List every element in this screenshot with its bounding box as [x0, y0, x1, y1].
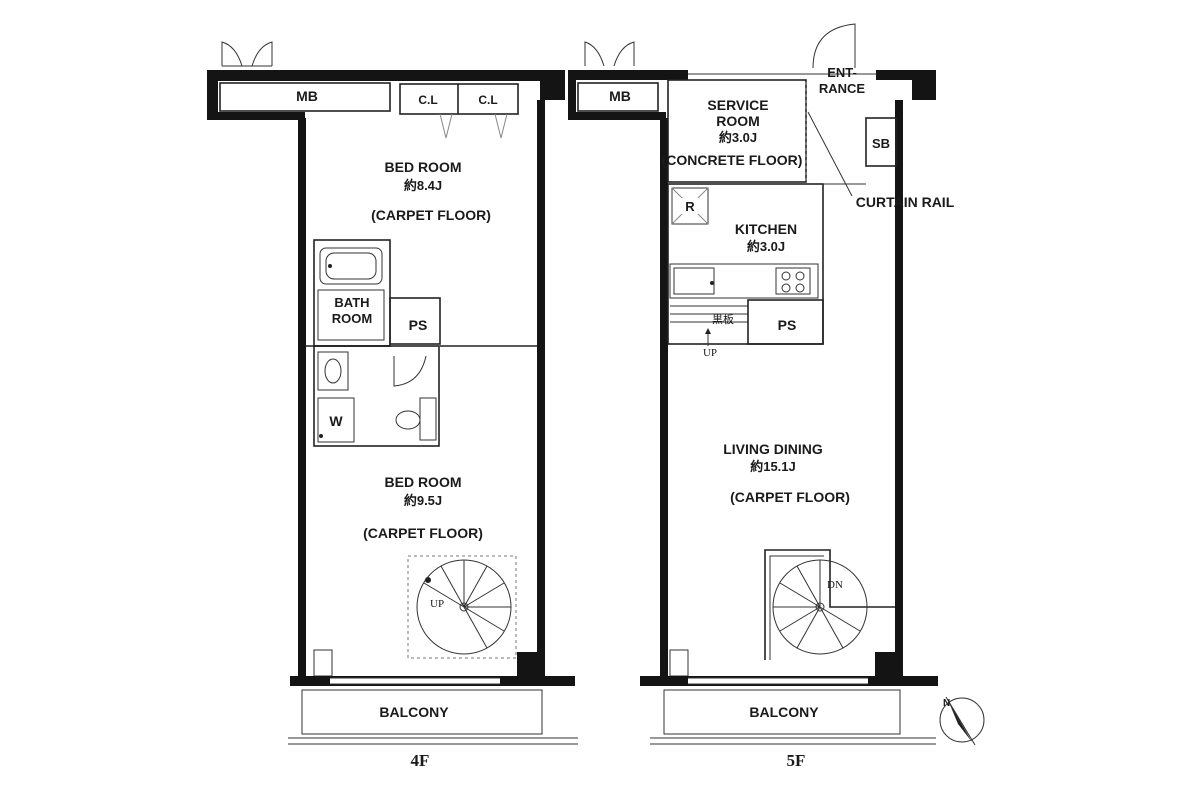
entrance-door	[812, 23, 856, 69]
window-sash-4f	[221, 41, 273, 67]
floor-label-5f: 5F	[787, 751, 806, 770]
up-label-5f: UP	[703, 347, 717, 359]
blackboard-label: 黒板	[712, 312, 734, 326]
entrance-label-2: RANCE	[819, 81, 866, 96]
ps-box-4f	[389, 297, 441, 345]
mb-label-5f: MB	[609, 88, 631, 104]
stair-label-5f: DN	[827, 579, 843, 591]
bedroom-a-name: BED ROOM	[385, 159, 462, 175]
service-room-label-2: ROOM	[716, 113, 760, 129]
compass-north-icon: N	[939, 696, 985, 746]
living-name: LIVING DINING	[723, 441, 823, 457]
bedroom-b-size: 約9.5J	[404, 493, 442, 508]
entrance-label-1: ENT-	[827, 65, 857, 80]
mb-label-4f: MB	[296, 88, 318, 104]
spiral-stair-4f: UP	[407, 555, 517, 659]
bedroom-b-floor: (CARPET FLOOR)	[363, 525, 483, 541]
kitchen-size: 約3.0J	[747, 239, 785, 254]
closet-label-4f-1: C.L	[418, 93, 437, 107]
sb-label: SB	[872, 136, 890, 151]
curtain-rail-label: CURTAIN RAIL	[856, 194, 955, 210]
ps-label-4f: PS	[409, 317, 428, 333]
window-sash-5f	[584, 41, 635, 67]
bathroom-4f	[313, 239, 391, 347]
ps-label-5f: PS	[778, 317, 797, 333]
service-room-label-1: SERVICE	[707, 97, 768, 113]
bedroom-b-name: BED ROOM	[385, 474, 462, 490]
fridge-label: R	[685, 199, 695, 214]
living-floor: (CARPET FLOOR)	[730, 489, 850, 505]
bathroom-label-1: BATH	[334, 295, 369, 310]
balcony-5f	[663, 689, 901, 735]
mb-box-5f	[577, 82, 659, 112]
floor-label-4f: 4F	[411, 751, 430, 770]
stove	[775, 267, 811, 295]
service-room-size: 約3.0J	[719, 130, 757, 145]
washer-label: W	[329, 413, 343, 429]
washer-box	[317, 397, 355, 443]
kitchen	[667, 183, 824, 345]
service-room-floor: (CONCRETE FLOOR)	[662, 152, 803, 168]
compass-letter: N	[943, 698, 950, 709]
lavatory-4f	[313, 345, 440, 447]
closet-label-4f-2: C.L	[478, 93, 497, 107]
bedroom-a-floor: (CARPET FLOOR)	[371, 207, 491, 223]
balcony-label-5f: BALCONY	[749, 704, 819, 720]
ps-box-5f	[747, 299, 824, 345]
living-size: 約15.1J	[750, 459, 796, 474]
mb-box-4f	[219, 82, 391, 112]
bedroom-a-size: 約8.4J	[404, 178, 442, 193]
fridge	[671, 187, 709, 225]
sb-box	[865, 117, 897, 167]
stair-label-4f: UP	[430, 598, 444, 610]
balcony-4f	[301, 689, 543, 735]
balcony-label-4f: BALCONY	[379, 704, 449, 720]
kitchen-name: KITCHEN	[735, 221, 797, 237]
plan-4f: MB C.L C.L BED ROOM 約8.4J (CARPET FLOOR)…	[207, 41, 578, 770]
spiral-stair-5f: DN	[764, 549, 895, 660]
plan-5f: MB ENT- RANCE SERVICE ROOM 約3.0J (CONCRE…	[568, 23, 955, 770]
closet-block-4f	[399, 83, 519, 115]
bathroom-label-2: ROOM	[332, 311, 372, 326]
